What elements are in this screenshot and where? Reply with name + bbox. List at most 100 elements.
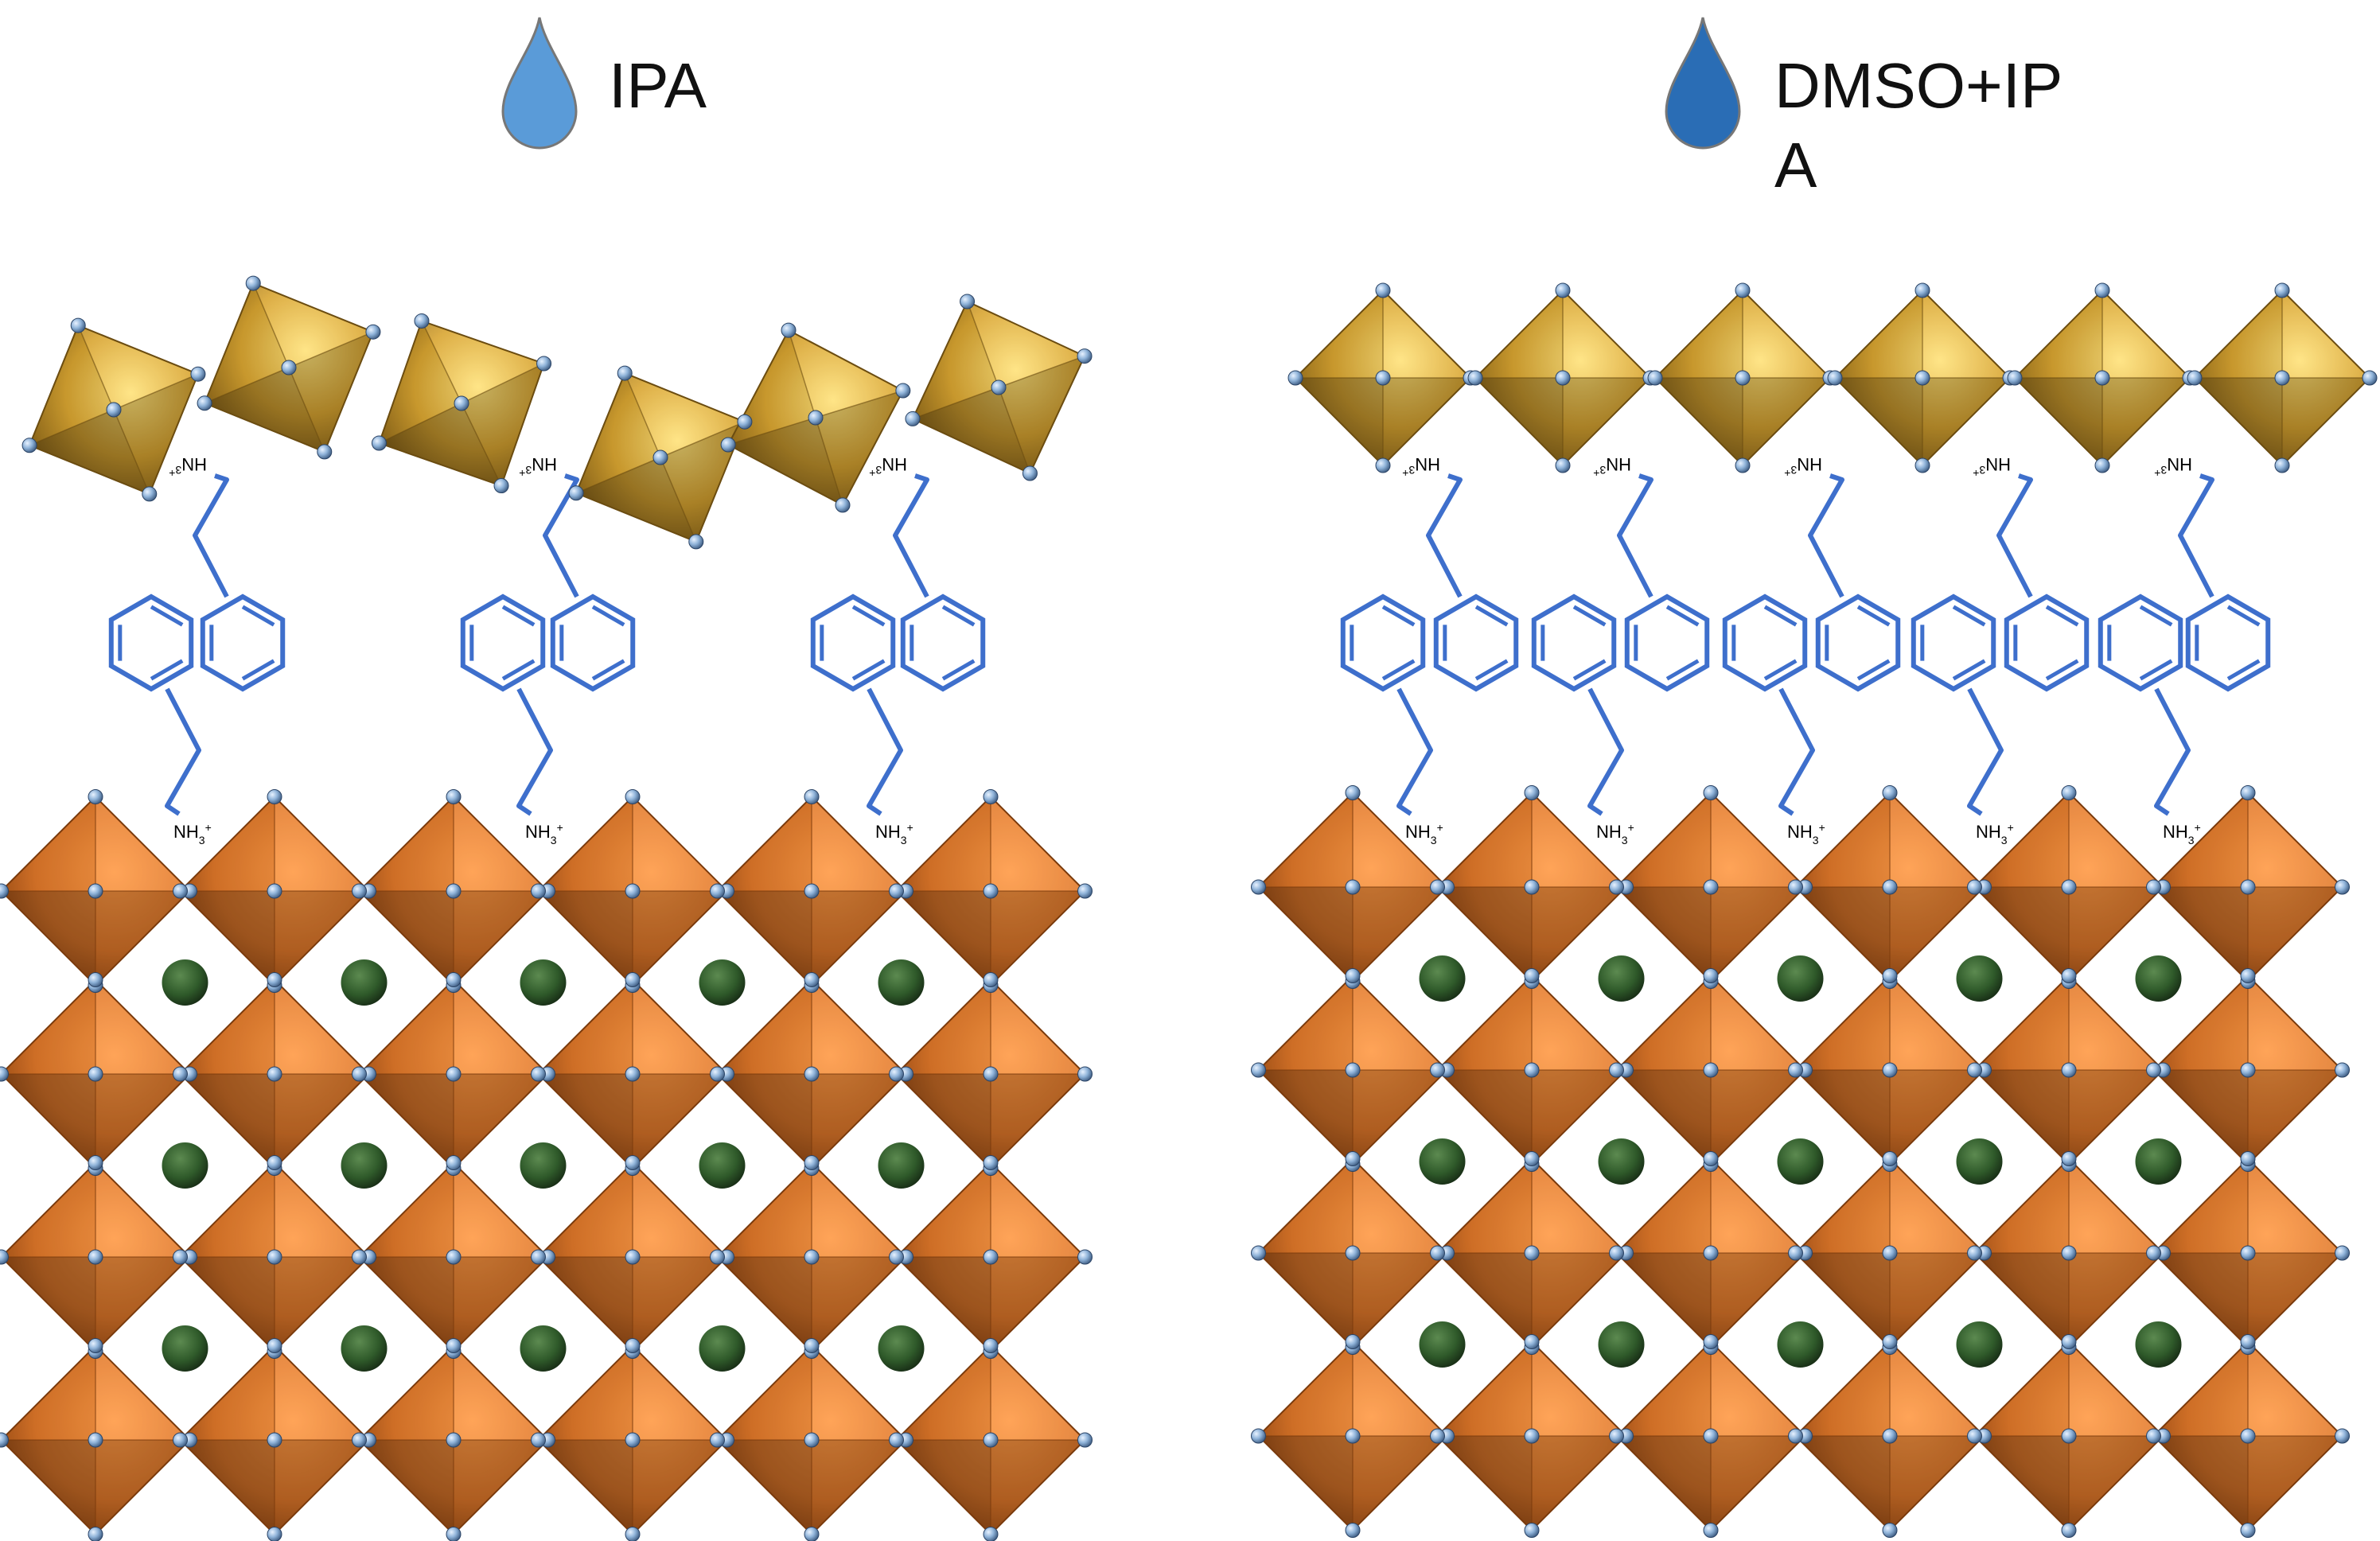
solvent-drop-icon — [1665, 17, 1741, 150]
benzene-double-bond — [1474, 605, 1509, 627]
halide-node — [625, 1155, 641, 1170]
octahedron-edge — [660, 421, 746, 458]
cation-sphere — [878, 959, 925, 1006]
cation-sphere — [1598, 1138, 1645, 1185]
octahedron — [1474, 289, 1652, 467]
octahedron — [1654, 289, 1832, 467]
benzene-double-bond — [851, 659, 886, 681]
halide-node — [1524, 1062, 1540, 1078]
halide-node — [781, 322, 797, 338]
spacer-molecule-pair: HN3+NH3+ — [1340, 454, 1519, 846]
halide-node — [454, 395, 469, 411]
halide-node — [625, 1338, 641, 1353]
halide-node — [2146, 879, 2161, 895]
benzene-double-bond — [1572, 605, 1607, 627]
cation-sphere — [1419, 1321, 1466, 1368]
halide-node — [2061, 1151, 2077, 1166]
benzene-double-bond — [241, 659, 275, 681]
halide-node — [983, 1249, 999, 1265]
solvent-label-right-line1: DMSO+IP — [1774, 50, 2063, 121]
halide-node — [173, 1249, 188, 1265]
halide-node — [804, 1432, 820, 1448]
spacer-molecule-pair: HN3+NH3+ — [2098, 454, 2271, 846]
halide-node — [1345, 1334, 1361, 1349]
halide-node — [804, 789, 820, 804]
octahedron — [179, 796, 370, 986]
octahedron-face — [912, 387, 1030, 474]
cation-sphere — [878, 1325, 925, 1372]
octahedron — [716, 1344, 907, 1535]
halide-node — [1703, 1151, 1719, 1166]
halide-node — [889, 883, 904, 899]
a-site-cations — [162, 955, 2182, 1372]
amine-label-bottom: NH3+ — [875, 821, 913, 846]
halide-node — [88, 1249, 103, 1265]
halide-node — [804, 972, 820, 987]
amine-charge: + — [519, 467, 525, 480]
halide-node — [1967, 1245, 1982, 1261]
halide-node — [1967, 1062, 1982, 1078]
halide-node — [1345, 1151, 1361, 1166]
octahedron-edge — [461, 363, 544, 404]
amine-text: HN — [181, 454, 207, 474]
cation-sphere — [341, 959, 388, 1006]
amine-sub: 3 — [2001, 834, 2008, 846]
halide-node — [1967, 879, 1982, 895]
halide-node — [625, 789, 641, 804]
cation-sphere — [1598, 955, 1645, 1002]
halide-node — [1703, 879, 1719, 895]
halide-node — [1375, 282, 1391, 298]
halide-node — [1345, 879, 1361, 895]
halide-node — [1430, 1428, 1445, 1444]
halide-node — [983, 1066, 999, 1082]
halide-node — [446, 1432, 462, 1448]
halide-node — [70, 317, 86, 333]
alkyl-chain — [893, 473, 929, 598]
halide-node — [1882, 1428, 1898, 1444]
halide-node — [905, 411, 921, 426]
halide-node — [352, 1432, 367, 1448]
halide-node — [446, 1155, 462, 1170]
halide-node — [2240, 1334, 2256, 1349]
benzene-double-bond — [1763, 659, 1798, 681]
octahedron — [1973, 1158, 2164, 1348]
octahedron-face — [205, 283, 289, 403]
halide-node — [2240, 1151, 2256, 1166]
benzene-double-bond — [2045, 605, 2079, 627]
benzene-double-bond — [150, 605, 184, 627]
halide-node — [2274, 282, 2290, 298]
cation-sphere — [341, 1142, 388, 1189]
benzene-ring — [200, 593, 286, 692]
benzene-ring — [550, 593, 636, 692]
benzene-double-bond — [1665, 659, 1700, 681]
octahedron — [1615, 1341, 1806, 1531]
halide-node — [2187, 370, 2203, 386]
halide-node — [88, 1338, 103, 1353]
alkyl-chain — [2178, 473, 2214, 598]
octahedron-edge — [113, 373, 199, 411]
octahedron-face — [462, 363, 544, 486]
halide-node — [1609, 879, 1624, 895]
cation-sphere — [699, 959, 746, 1006]
octahedron-edge — [113, 409, 150, 495]
halide-node — [536, 356, 552, 372]
cation-sphere — [1777, 955, 1824, 1002]
halide-node — [2094, 282, 2110, 298]
octahedron-edge — [788, 329, 816, 418]
panel-right-header: DMSO+IP A — [1665, 17, 2063, 200]
benzene-double-bond — [1856, 605, 1891, 627]
alkyl-chain — [1617, 473, 1654, 598]
cation-sphere — [1777, 1321, 1824, 1368]
halide-node — [2094, 370, 2110, 386]
halide-node — [2335, 1062, 2350, 1078]
halide-node — [0, 1249, 9, 1265]
benzene-double-bond — [1952, 659, 1986, 681]
halide-node — [1882, 1062, 1898, 1078]
halide-node — [1609, 1245, 1624, 1261]
halide-node — [2240, 785, 2256, 800]
halide-node — [281, 360, 297, 376]
halide-node — [1703, 1523, 1719, 1538]
halide-node — [1022, 465, 1038, 481]
cation-sphere — [162, 1142, 208, 1189]
